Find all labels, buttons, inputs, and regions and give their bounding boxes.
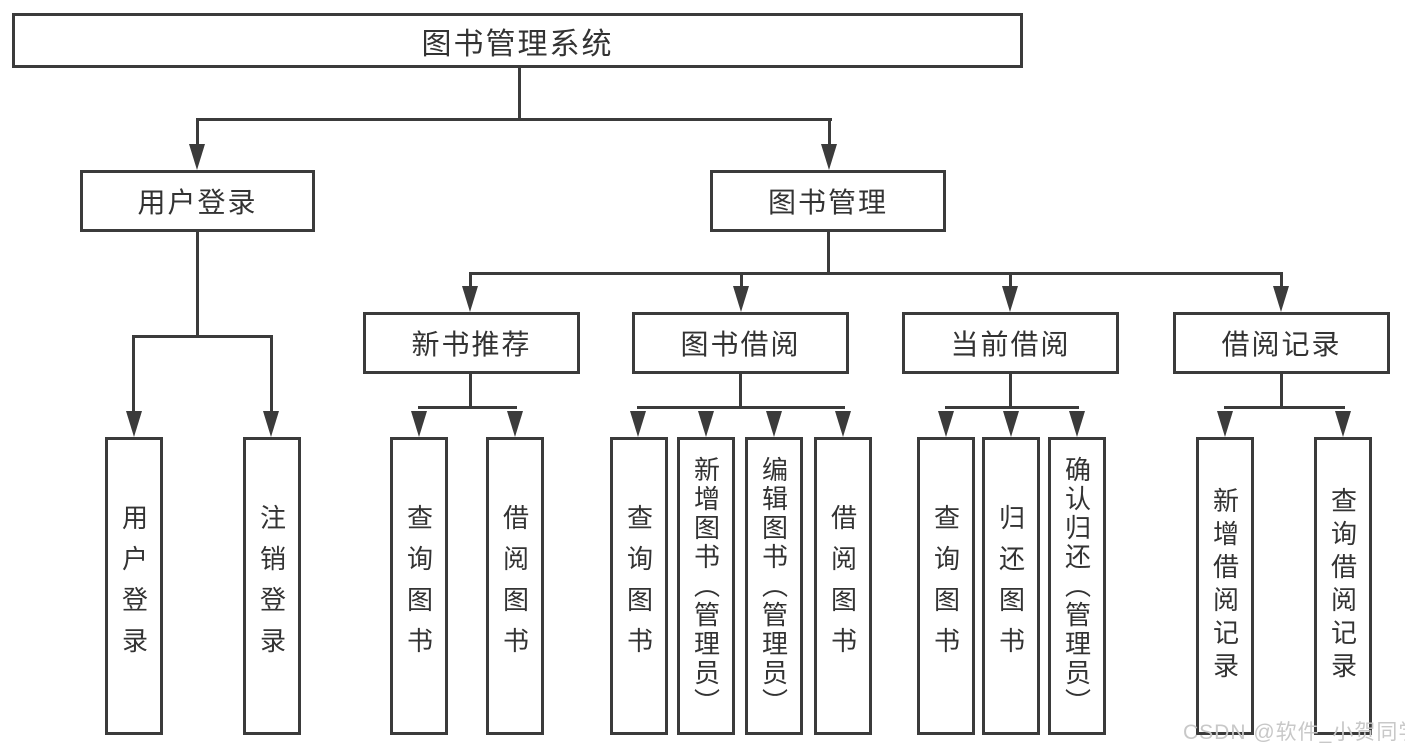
connector-line: [196, 231, 199, 337]
connector-line: [132, 336, 135, 414]
arrow-down-icon: [938, 411, 954, 437]
arrow-down-icon: [698, 411, 714, 437]
connector-line: [469, 272, 1283, 275]
node-borrow-records: 借阅记录: [1173, 312, 1390, 374]
arrow-down-icon: [1002, 286, 1018, 312]
leaf-query-book-borrow-label: 查询图书: [623, 504, 654, 668]
arrow-down-icon: [766, 411, 782, 437]
leaf-confirm-return-admin-label: 确认归还（管理员）: [1061, 455, 1092, 717]
node-root-label: 图书管理系统: [421, 27, 614, 61]
connector-line: [469, 273, 472, 289]
arrow-down-icon: [462, 286, 478, 312]
connector-line: [637, 406, 845, 409]
arrow-down-icon: [1069, 411, 1085, 437]
connector-line: [828, 119, 831, 149]
connector-line: [196, 119, 199, 149]
arrow-down-icon: [507, 411, 523, 437]
connector-line: [739, 373, 742, 408]
connector-line: [1280, 373, 1283, 408]
leaf-query-book-current: 查询图书: [917, 437, 975, 735]
leaf-borrow-book-label: 借阅图书: [827, 504, 858, 668]
leaf-add-book-admin: 新增图书（管理员）: [677, 437, 735, 735]
leaf-borrow-book: 借阅图书: [814, 437, 872, 735]
leaf-logout-label: 注销登录: [256, 504, 287, 668]
leaf-query-book-current-label: 查询图书: [930, 504, 961, 668]
node-new-book-recommend: 新书推荐: [363, 312, 580, 374]
node-book-management-label: 图书管理: [767, 187, 888, 218]
leaf-borrow-book-recommend: 借阅图书: [486, 437, 544, 735]
arrow-down-icon: [1003, 411, 1019, 437]
arrow-down-icon: [263, 411, 279, 437]
connector-line: [945, 406, 1079, 409]
node-book-borrow: 图书借阅: [632, 312, 849, 374]
leaf-query-borrow-record: 查询借阅记录: [1314, 437, 1372, 735]
arrow-down-icon: [1217, 411, 1233, 437]
arrow-down-icon: [821, 144, 837, 170]
arrow-down-icon: [411, 411, 427, 437]
leaf-user-login: 用户登录: [105, 437, 163, 735]
arrow-down-icon: [1335, 411, 1351, 437]
connector-line: [270, 336, 273, 414]
connector-line: [196, 118, 832, 121]
node-current-borrow-label: 当前借阅: [950, 329, 1071, 360]
leaf-query-book-recommend-label: 查询图书: [403, 504, 434, 668]
arrow-down-icon: [733, 286, 749, 312]
node-book-borrow-label: 图书借阅: [680, 329, 801, 360]
leaf-add-book-admin-label: 新增图书（管理员）: [690, 455, 721, 717]
arrow-down-icon: [630, 411, 646, 437]
leaf-return-book-label: 归还图书: [995, 504, 1026, 668]
connector-line: [1009, 373, 1012, 408]
node-book-management: 图书管理: [710, 170, 946, 232]
connector-line: [740, 273, 743, 289]
leaf-edit-book-admin-label: 编辑图书（管理员）: [758, 455, 789, 717]
connector-line: [827, 231, 830, 274]
leaf-query-borrow-record-label: 查询借阅记录: [1327, 487, 1358, 685]
node-user-login-label: 用户登录: [137, 187, 258, 218]
node-user-login: 用户登录: [80, 170, 315, 232]
connector-line: [1009, 273, 1012, 289]
leaf-return-book: 归还图书: [982, 437, 1040, 735]
connector-line: [1280, 273, 1283, 289]
arrow-down-icon: [189, 144, 205, 170]
arrow-down-icon: [835, 411, 851, 437]
csdn-watermark: CSDN @软件_小贺同学: [1183, 721, 1405, 744]
connector-line: [1224, 406, 1345, 409]
node-current-borrow: 当前借阅: [902, 312, 1119, 374]
arrow-down-icon: [126, 411, 142, 437]
leaf-user-login-label: 用户登录: [118, 504, 149, 668]
leaf-add-borrow-record: 新增借阅记录: [1196, 437, 1254, 735]
arrow-down-icon: [1273, 286, 1289, 312]
node-borrow-records-label: 借阅记录: [1221, 329, 1342, 360]
node-new-book-recommend-label: 新书推荐: [411, 329, 532, 360]
connector-line: [469, 373, 472, 408]
leaf-edit-book-admin: 编辑图书（管理员）: [745, 437, 803, 735]
leaf-confirm-return-admin: 确认归还（管理员）: [1048, 437, 1106, 735]
connector-line: [418, 406, 517, 409]
connector-line: [132, 335, 273, 338]
leaf-add-borrow-record-label: 新增借阅记录: [1209, 487, 1240, 685]
leaf-borrow-book-recommend-label: 借阅图书: [499, 504, 530, 668]
leaf-query-book-recommend: 查询图书: [390, 437, 448, 735]
leaf-logout: 注销登录: [243, 437, 301, 735]
connector-line: [518, 67, 521, 120]
node-root: 图书管理系统: [12, 13, 1023, 68]
leaf-query-book-borrow: 查询图书: [610, 437, 668, 735]
